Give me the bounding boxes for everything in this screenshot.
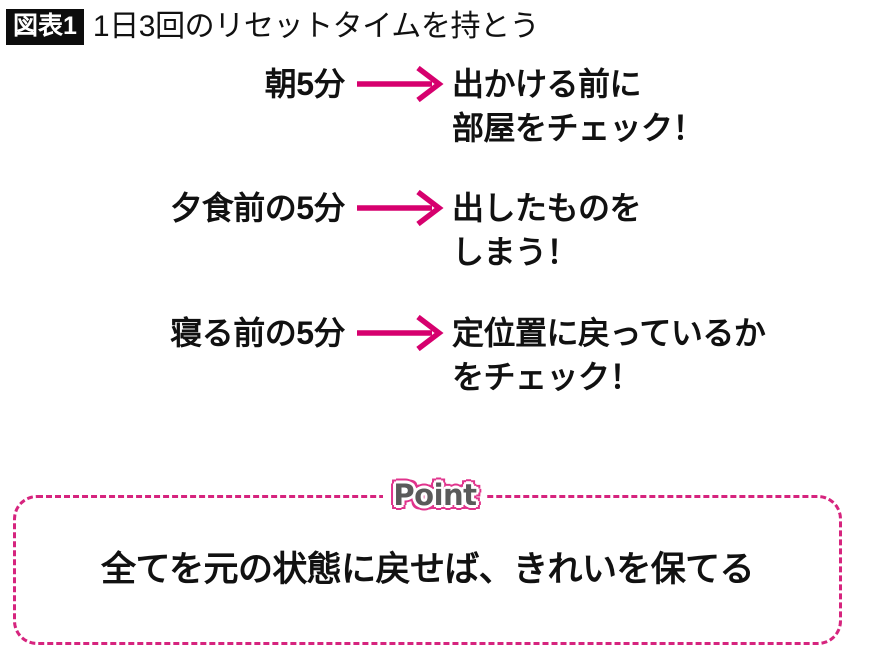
habit-time-label: 朝5分 (264, 66, 346, 102)
point-callout-box (13, 495, 842, 645)
page-title: 1日3回のリセットタイムを持とう (92, 10, 540, 43)
habit-time-label: 寝る前の5分 (170, 315, 345, 351)
habit-row: 寝る前の5分 定位置に戻っているか をチェック！ (0, 311, 870, 399)
chart-title-row: 図表1 1日3回のリセットタイムを持とう (6, 8, 540, 46)
right-arrow-icon (345, 62, 452, 106)
habit-description: 出したものを しまう！ (452, 190, 642, 270)
habit-description: 出かける前に 部屋をチェック！ (452, 66, 705, 146)
habit-row: 夕食前の5分 出したものを しまう！ (0, 186, 870, 274)
habit-row: 朝5分 出かける前に 部屋をチェック！ (0, 62, 870, 150)
habit-description: 定位置に戻っているか をチェック！ (452, 315, 766, 395)
figure-number-badge: 図表1 (6, 9, 84, 45)
habit-time-label: 夕食前の5分 (170, 190, 345, 226)
right-arrow-icon (345, 186, 452, 230)
right-arrow-icon (345, 311, 452, 355)
